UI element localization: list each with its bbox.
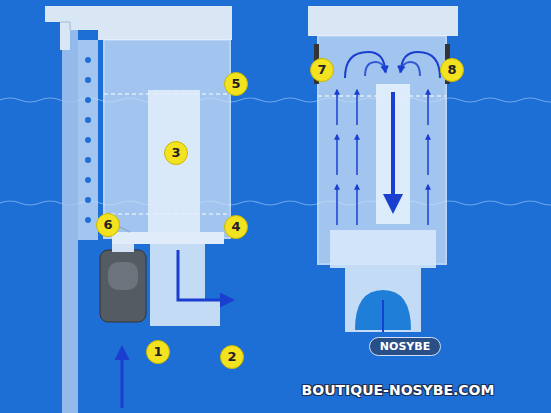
callout-number: 7 xyxy=(310,58,334,82)
callout-number: 6 xyxy=(96,213,120,237)
callout-number: 8 xyxy=(440,58,464,82)
logo-text: NOSYBE xyxy=(369,337,441,356)
callout-number: 2 xyxy=(220,345,244,369)
callout-number: 5 xyxy=(224,72,248,96)
callout-number: 3 xyxy=(164,141,188,165)
callout-number: 4 xyxy=(224,215,248,239)
callout-number: 1 xyxy=(146,340,170,364)
watermark: BOUTIQUE-NOSYBE.COM xyxy=(302,382,495,398)
